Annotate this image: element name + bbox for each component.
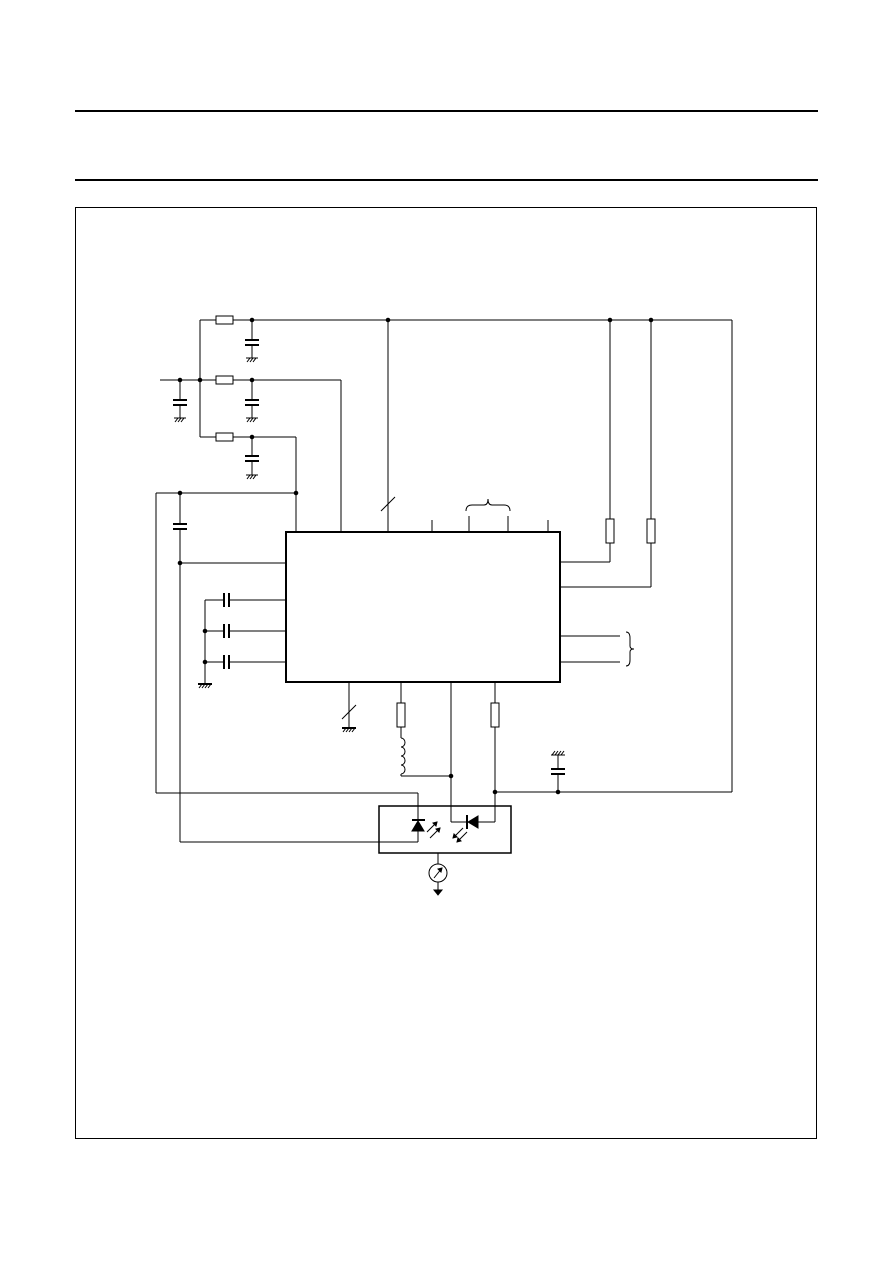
laser-inductor <box>401 738 405 774</box>
disc-ground <box>429 853 447 895</box>
decoupling-capacitors <box>173 320 259 479</box>
top-supply-rail <box>200 316 732 792</box>
left-side-capacitors <box>198 593 286 688</box>
bypass-capacitor <box>551 751 565 792</box>
optical-pickup <box>379 806 511 853</box>
header-rule-bottom <box>75 179 818 181</box>
main-ic <box>286 532 560 682</box>
ic-bottom-pins <box>342 682 732 822</box>
supply-input <box>160 320 341 532</box>
figure-frame <box>75 207 817 1139</box>
pin-group-brace <box>466 499 510 511</box>
pull-up-resistor-1 <box>606 519 614 543</box>
pull-up-resistors <box>560 320 655 587</box>
filter-inductor-2 <box>216 376 233 384</box>
ic-top-pins <box>381 320 548 532</box>
laser-series-resistor <box>397 703 405 727</box>
bus-slash <box>381 497 395 511</box>
filter-inductor-3 <box>216 433 233 441</box>
laser-diode <box>412 821 424 831</box>
monitor-photodiode <box>468 816 478 828</box>
output-brace <box>626 632 634 666</box>
output-lines <box>560 632 634 666</box>
monitor-series-resistor <box>491 703 499 727</box>
header-rule-top <box>75 110 818 112</box>
pickup-housing <box>379 806 511 853</box>
filter-inductor-1 <box>216 316 233 324</box>
pull-up-resistor-2 <box>647 519 655 543</box>
ground-arrow-icon <box>434 890 442 895</box>
monitor-loop <box>156 491 418 842</box>
